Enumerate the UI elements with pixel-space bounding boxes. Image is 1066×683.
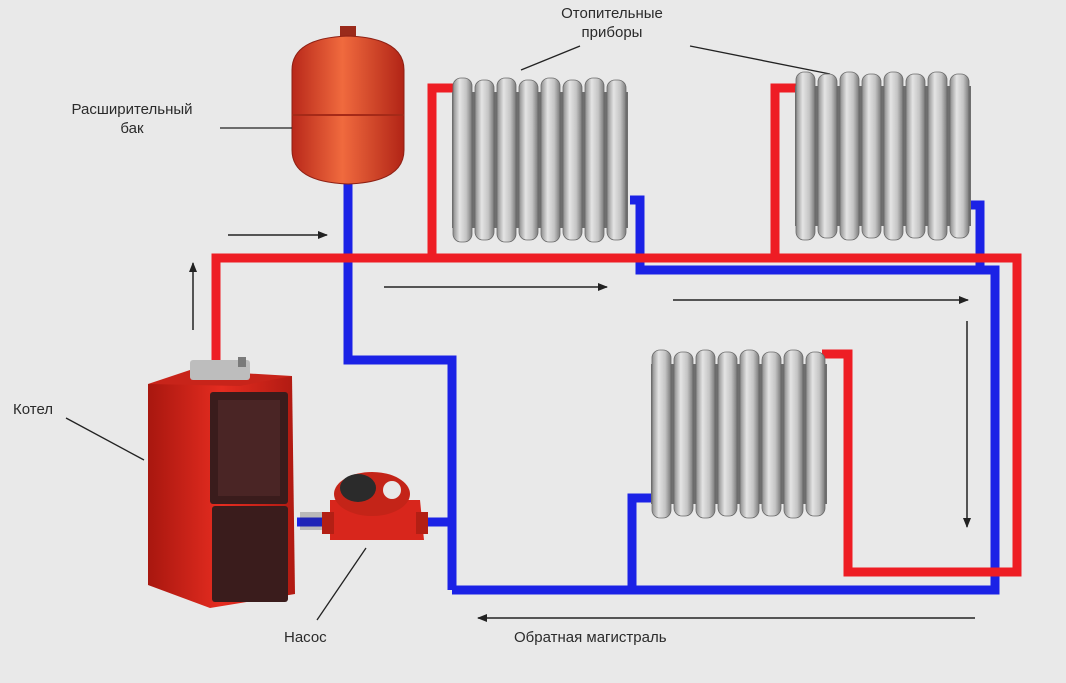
heaters-label-line1: Отопительные	[561, 5, 663, 22]
return-line-label: Обратная магистраль	[514, 629, 667, 646]
boiler-label: Котел	[13, 401, 54, 418]
boiler-icon	[148, 357, 295, 608]
radiator-fin	[540, 77, 561, 243]
supply-pipes	[211, 83, 1022, 577]
radiator2-supply-pipe	[770, 83, 800, 258]
radiator-fin	[883, 71, 904, 241]
radiator-fin	[584, 77, 605, 243]
radiator-fin	[606, 79, 627, 241]
main-return-pipe	[452, 195, 1000, 595]
radiator-fin	[739, 349, 760, 519]
pump-label: Насос	[284, 629, 327, 646]
radiator-2	[795, 71, 971, 241]
heaters-leader-2	[689, 45, 831, 75]
tank-label-line2: бак	[120, 120, 144, 137]
tank-label-line1: Расширительный	[71, 101, 193, 118]
radiator-fin	[695, 349, 716, 519]
radiator-fin	[817, 73, 838, 239]
radiator-fin	[717, 351, 738, 517]
heaters-label-line2: приборы	[581, 24, 643, 41]
radiator3-return-pipe	[627, 493, 660, 590]
radiator-1	[452, 77, 628, 243]
radiator-fin	[905, 73, 926, 239]
radiator-3	[651, 349, 827, 519]
radiator-fin	[839, 71, 860, 241]
leader-lines	[65, 45, 831, 621]
radiator-fin	[795, 71, 816, 241]
heaters-label: Отопительные приборы	[543, 4, 681, 42]
boiler-leader	[65, 417, 145, 461]
radiator-fin	[452, 77, 473, 243]
radiator-fin	[805, 351, 826, 517]
tank-return-pipe	[343, 180, 457, 590]
radiator-fin	[949, 73, 970, 239]
radiator2-return-pipe	[970, 200, 985, 270]
radiator-fin	[651, 349, 672, 519]
radiator-fin	[783, 349, 804, 519]
radiator-fin	[496, 77, 517, 243]
boiler-supply-riser	[211, 253, 1022, 577]
radiator-fin	[927, 71, 948, 241]
radiator-fin	[761, 351, 782, 517]
radiator-fin	[474, 79, 495, 241]
flow-arrow-icon	[189, 231, 975, 622]
radiator-fin	[562, 79, 583, 241]
radiator1-supply-pipe	[427, 83, 458, 258]
radiator-fin	[518, 79, 539, 241]
heaters-leader-1	[520, 45, 581, 71]
pump-icon	[300, 472, 428, 540]
tank-label: Расширительный бак	[50, 100, 214, 138]
radiator-fin	[673, 351, 694, 517]
pump-leader	[316, 547, 367, 621]
expansion-tank-icon	[291, 26, 405, 185]
radiator-fin	[861, 73, 882, 239]
